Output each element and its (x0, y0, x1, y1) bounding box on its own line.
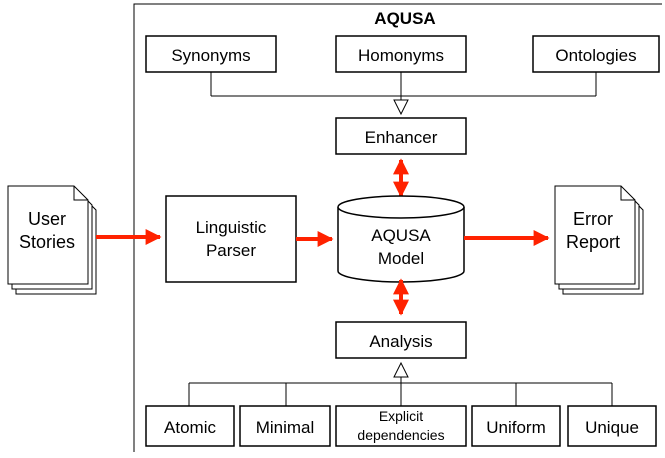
parser-label-1: Linguistic (196, 218, 267, 237)
inheritance-triangle-analysis (393, 361, 409, 378)
system-boundary (133, 3, 662, 452)
analysis-label: Analysis (369, 332, 432, 351)
explicit-dependencies-box: Explicit dependencies (335, 405, 467, 447)
error-report-document (554, 185, 644, 295)
synonyms-box: Synonyms (145, 35, 277, 73)
system-title: AQUSA (374, 9, 435, 28)
explicit-label-2: dependencies (357, 427, 444, 443)
model-label-2: Model (378, 249, 424, 268)
atomic-box: Atomic (145, 405, 235, 447)
minimal-label: Minimal (256, 418, 315, 437)
homonyms-box: Homonyms (335, 35, 467, 73)
ontologies-label: Ontologies (555, 46, 636, 65)
sources-connector (210, 72, 597, 100)
error-report-label-1: Error (573, 209, 613, 229)
parser-label-2: Parser (206, 241, 256, 260)
checks-connector (188, 377, 613, 406)
aqusa-model-database (337, 195, 465, 283)
minimal-box: Minimal (239, 405, 331, 447)
analysis-box: Analysis (335, 321, 467, 359)
inheritance-triangle-enhancer (393, 99, 409, 116)
linguistic-parser-box: Linguistic Parser (165, 195, 297, 283)
unique-label: Unique (585, 418, 639, 437)
synonyms-label: Synonyms (171, 46, 250, 65)
model-label-1: AQUSA (371, 226, 431, 245)
ontologies-box: Ontologies (532, 35, 660, 73)
enhancer-box: Enhancer (335, 117, 467, 155)
homonyms-label: Homonyms (358, 46, 444, 65)
uniform-label: Uniform (486, 418, 546, 437)
enhancer-label: Enhancer (365, 128, 438, 147)
unique-box: Unique (567, 405, 657, 447)
user-stories-document (7, 185, 97, 295)
explicit-label-1: Explicit (379, 408, 423, 424)
uniform-box: Uniform (471, 405, 561, 447)
user-stories-label-1: User (28, 209, 66, 229)
atomic-label: Atomic (164, 418, 216, 437)
user-stories-label-2: Stories (19, 232, 75, 252)
error-report-label-2: Report (566, 232, 620, 252)
